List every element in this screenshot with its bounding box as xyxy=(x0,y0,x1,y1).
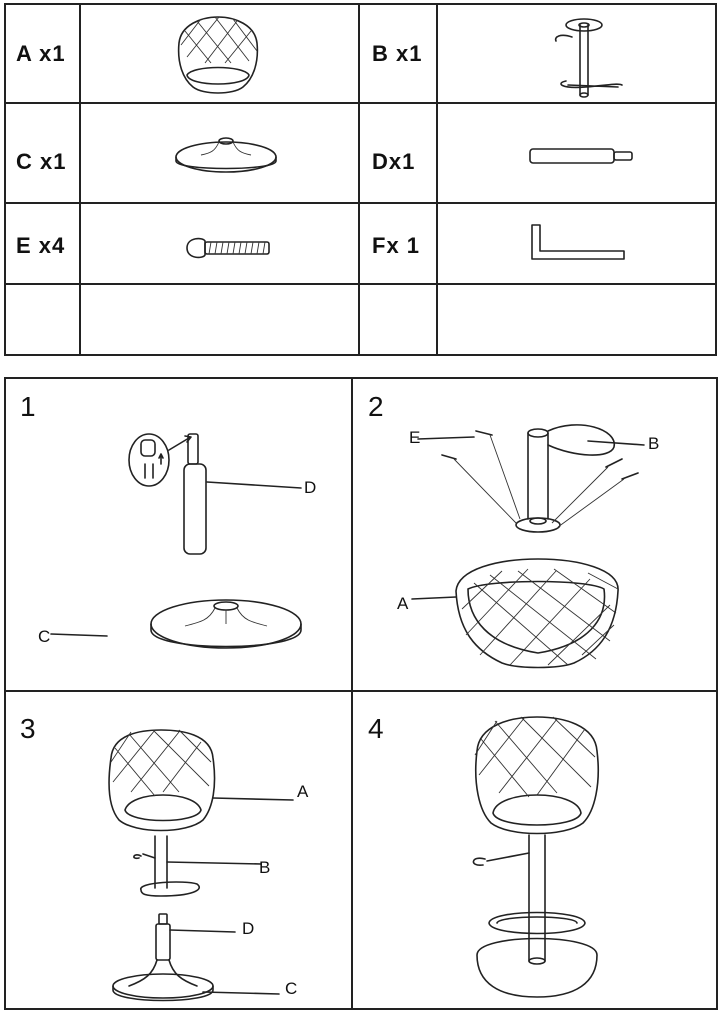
callout-a: A xyxy=(397,594,409,613)
table-rule xyxy=(358,5,360,354)
callout-b: B xyxy=(648,434,660,453)
base-icon xyxy=(175,137,277,173)
seat-icon xyxy=(177,16,259,94)
step-number-2: 2 xyxy=(368,391,384,422)
step-3-illustration xyxy=(108,729,294,1002)
step-number-1: 1 xyxy=(20,391,36,422)
callout-b: B xyxy=(259,858,271,877)
table-rule xyxy=(436,5,438,354)
step-2-illustration xyxy=(411,424,645,669)
part-label-e: E x4 xyxy=(16,233,66,258)
table-rule xyxy=(6,102,715,104)
table-rule xyxy=(6,283,715,285)
allen-key-icon xyxy=(531,224,625,260)
assembly-steps: 1 D C 2 E B A xyxy=(4,377,718,1010)
table-rule xyxy=(79,5,81,354)
panel-rule xyxy=(6,690,716,692)
callout-a: A xyxy=(297,782,309,801)
gas-lift-icon xyxy=(529,148,633,164)
callout-e: E xyxy=(409,428,421,447)
part-label-c: C x1 xyxy=(16,149,67,174)
step-4-illustration xyxy=(472,716,600,998)
part-label-f: Fx 1 xyxy=(372,233,421,258)
parts-table: A x1 B x1 C x1 Dx1 E x4 Fx 1 xyxy=(4,3,717,356)
callout-d: D xyxy=(242,919,255,938)
panel-rule xyxy=(351,379,353,1008)
step-number-4: 4 xyxy=(368,713,384,744)
step-1-illustration xyxy=(50,433,302,649)
part-label-a: A x1 xyxy=(16,41,66,66)
callout-d: D xyxy=(304,478,317,497)
step-number-3: 3 xyxy=(20,713,36,744)
callout-c: C xyxy=(38,627,51,646)
screw-icon xyxy=(186,237,270,259)
column-footrest-icon xyxy=(554,18,623,98)
callout-c: C xyxy=(285,979,298,998)
part-label-d: Dx1 xyxy=(372,149,416,174)
table-rule xyxy=(6,202,715,204)
part-label-b: B x1 xyxy=(372,41,423,66)
